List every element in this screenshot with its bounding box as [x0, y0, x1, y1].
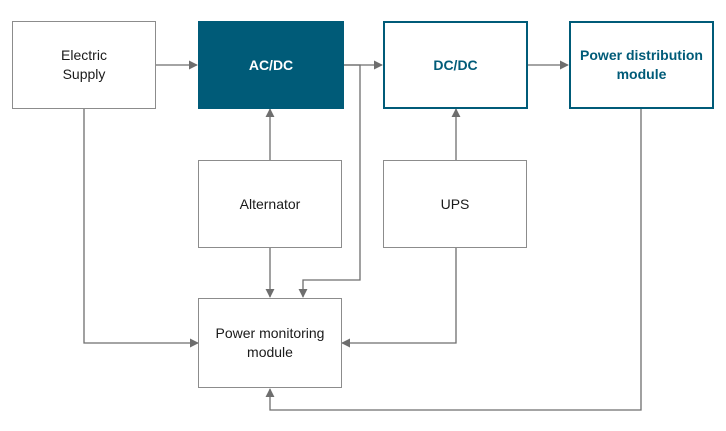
arrow-supply-to-monitoring: [83, 109, 199, 348]
ups-label: UPS: [440, 195, 470, 212]
power-distribution-label: Power distribution module: [580, 47, 703, 82]
electric-supply-label: Electric Supply: [61, 47, 107, 82]
power-monitoring-label: Power monitoring module: [215, 325, 325, 360]
dc-dc-label: DC/DC: [433, 56, 478, 73]
alternator-label: Alternator: [239, 195, 301, 212]
power-distribution-box: Power distribution module: [569, 21, 714, 109]
alternator-box: Alternator: [198, 160, 342, 248]
arrow-distribution-to-monitoring: [265, 109, 642, 411]
ac-dc-box: AC/DC: [198, 21, 344, 109]
electric-supply-box: Electric Supply: [12, 21, 156, 109]
arrow-acdc-to-monitoring: [298, 64, 361, 298]
ups-box: UPS: [383, 160, 527, 248]
ac-dc-label: AC/DC: [248, 56, 294, 73]
dc-dc-box: DC/DC: [383, 21, 528, 109]
power-monitoring-box: Power monitoring module: [198, 298, 342, 388]
arrow-ups-to-monitoring: [341, 248, 457, 348]
